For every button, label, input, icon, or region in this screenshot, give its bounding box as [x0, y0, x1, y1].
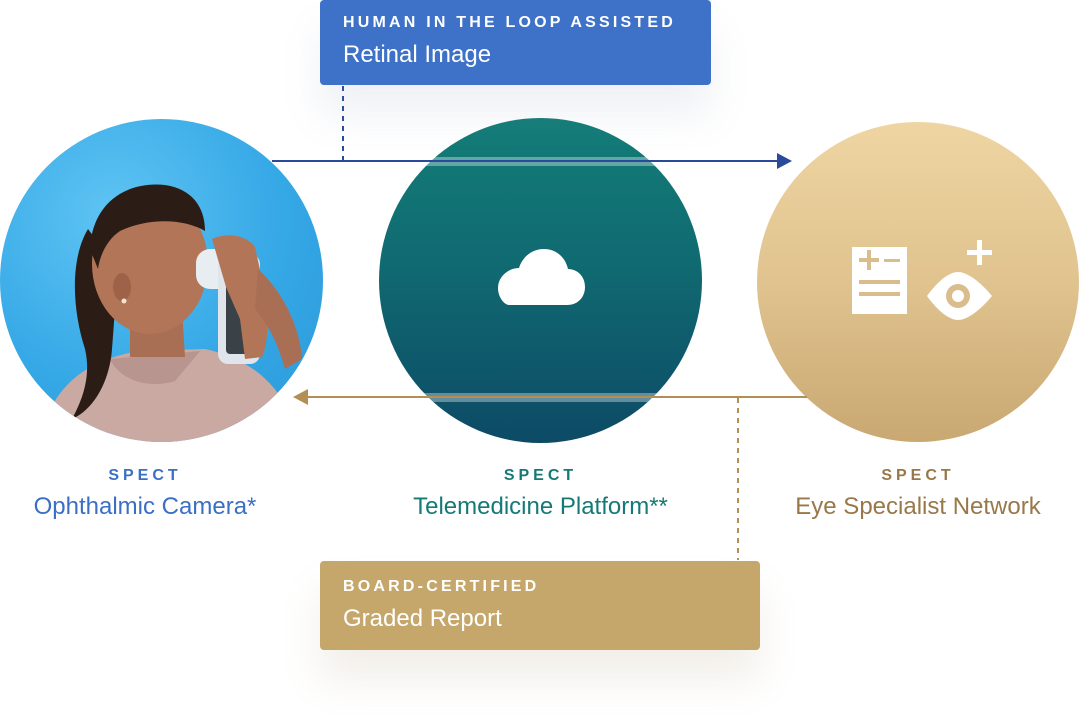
camera-circle: [0, 119, 323, 442]
medical-report-eye-icon: [852, 240, 992, 320]
woman-using-camera-illustration: [40, 184, 302, 442]
retinal-image-card: HUMAN IN THE LOOP ASSISTED Retinal Image: [320, 0, 711, 85]
platform-title: Telemedicine Platform**: [413, 493, 668, 520]
graded-report-kicker: BOARD-CERTIFIED: [343, 578, 540, 595]
camera-kicker: SPECT: [108, 467, 182, 484]
specialist-title: Eye Specialist Network: [795, 493, 1041, 520]
image-flow-arrowhead: [777, 153, 792, 169]
specialist-circle: [757, 122, 1079, 442]
platform-circle: [379, 118, 702, 443]
graded-report-card: BOARD-CERTIFIED Graded Report: [320, 561, 760, 650]
camera-label: SPECT Ophthalmic Camera*: [0, 467, 290, 521]
graded-report-title: Graded Report: [343, 605, 502, 632]
cloud-icon: [498, 249, 585, 305]
retinal-image-title: Retinal Image: [343, 41, 492, 68]
specialist-kicker: SPECT: [881, 467, 955, 484]
specialist-label: SPECT Eye Specialist Network: [757, 467, 1079, 521]
camera-title: Ophthalmic Camera*: [33, 493, 257, 520]
platform-kicker: SPECT: [503, 467, 578, 484]
platform-label: SPECT Telemedicine Platform**: [379, 467, 702, 521]
report-flow-arrowhead: [293, 389, 308, 405]
retinal-image-kicker: HUMAN IN THE LOOP ASSISTED: [343, 14, 676, 31]
